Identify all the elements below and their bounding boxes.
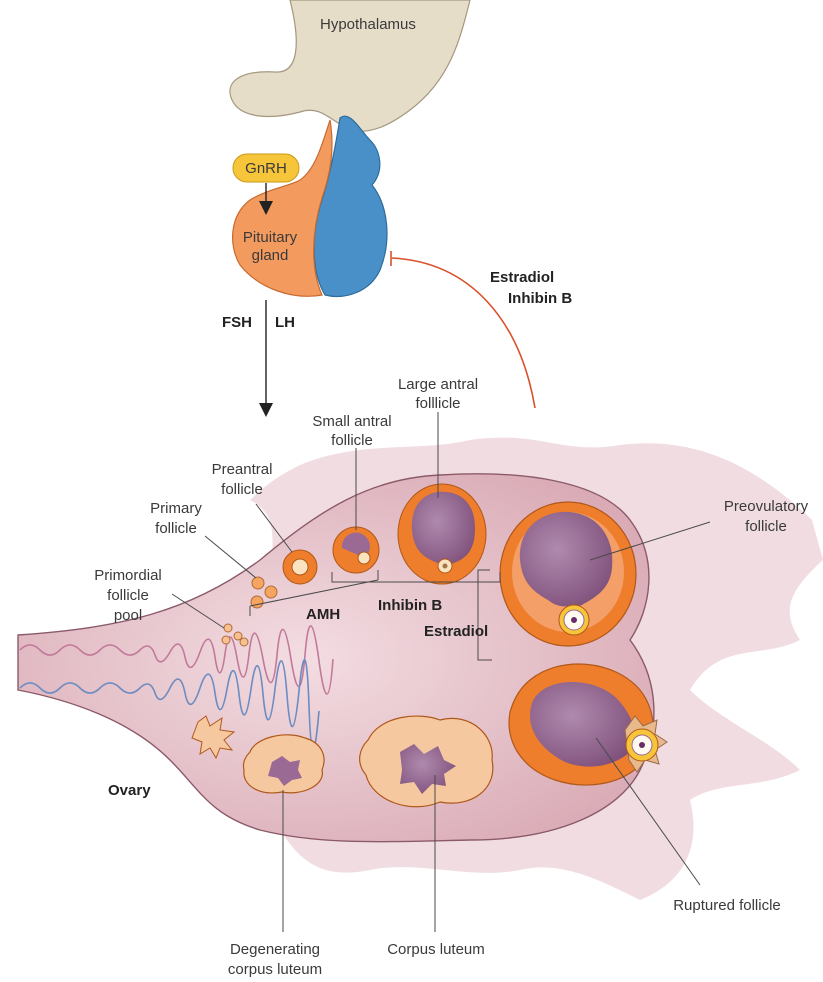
primary-label-line2: follicle (155, 520, 197, 537)
corpus-luteum (360, 716, 493, 807)
large-antral-label-line2: folllicle (415, 395, 460, 412)
lh-label: LH (275, 314, 295, 331)
primordial-label-line3: pool (114, 607, 142, 624)
ovary-label: Ovary (108, 782, 151, 799)
small-antral-label-line2: follicle (331, 432, 373, 449)
preovulatory-label-line2: follicle (745, 518, 787, 535)
feedback-estradiol-label: Estradiol (490, 269, 554, 286)
amh-label: AMH (306, 606, 340, 623)
small-antral-label-line1: Small antral (312, 413, 391, 430)
preovulatory-label-line1: Preovulatory (724, 498, 809, 515)
preantral-label-line1: Preantral (212, 461, 273, 478)
preantral-label-line2: follicle (221, 481, 263, 498)
pituitary-label-line1: Pituitary (243, 229, 298, 246)
primary-leader (205, 536, 256, 578)
gnrh-label: GnRH (245, 160, 287, 177)
primordial-label-line2: follicle (107, 587, 149, 604)
large-antral-label-line1: Large antral (398, 376, 478, 393)
preantral-follicle (283, 550, 317, 584)
pituitary-label-line2: gland (252, 247, 289, 264)
estradiol-label: Estradiol (424, 623, 488, 640)
ruptured-label: Ruptured follicle (673, 897, 781, 914)
small-antral-follicle (333, 527, 379, 573)
degenerating-corpus-luteum (243, 735, 324, 793)
primordial-label-line1: Primordial (94, 567, 162, 584)
hypothalamus-label: Hypothalamus (320, 16, 416, 33)
primary-label-line1: Primary (150, 500, 202, 517)
corpus-luteum-label: Corpus luteum (387, 941, 485, 958)
degenerating-label-line1: Degenerating (230, 941, 320, 958)
large-antral-follicle (398, 484, 486, 584)
preovulatory-follicle (500, 502, 636, 646)
fsh-label: FSH (222, 314, 252, 331)
degenerating-label-line2: corpus luteum (228, 961, 322, 978)
inhibin-b-label: Inhibin B (378, 597, 442, 614)
feedback-inhibin-label: Inhibin B (508, 290, 572, 307)
